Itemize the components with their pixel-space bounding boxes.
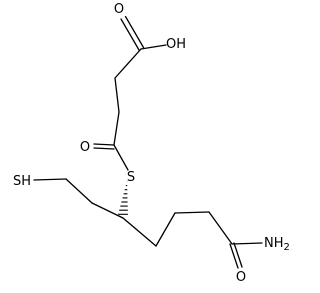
atom-label-amide-n: NH2 <box>264 236 290 253</box>
chain-bond-c1-c2b <box>155 212 176 247</box>
acid-carbonyl-double-bond-a <box>120 18 140 51</box>
atom-label-thioester-s: S <box>127 170 135 185</box>
chain-bond-c1-c2 <box>114 48 142 79</box>
atom-label-acid-carbonyl-o: O <box>114 2 124 17</box>
atom-label-thioester-carbonyl-o: O <box>80 140 90 155</box>
acid-carbonyl-double-bond-b <box>124 15 145 49</box>
thioester-carbonyl-double-bond-a <box>93 143 115 146</box>
chain-bond-stereo-c1 <box>122 217 157 247</box>
chain-bond-ch2-sh <box>33 178 67 181</box>
hashed-wedge-bond <box>118 180 128 215</box>
chain-bond-stereo-ch2 <box>91 202 124 219</box>
chain-bond-c3-c4 <box>113 111 120 146</box>
atom-label-thiol: SH <box>13 174 31 189</box>
amide-carbonyl-double-bond-a <box>229 243 239 269</box>
thioester-carbonyl-double-bond-b <box>93 147 115 150</box>
chain-bond-ch2-ch2 <box>65 178 93 204</box>
acid-oh-bond <box>140 44 167 50</box>
chain-bond-c2-c3 <box>114 77 120 113</box>
chain-bond-c2-c3b <box>174 211 210 214</box>
amide-carbonyl-double-bond-b <box>233 242 243 268</box>
thioester-cs-bond <box>113 144 129 171</box>
chain-bond-c3-c4b <box>208 211 233 245</box>
amide-n-bond <box>231 242 263 245</box>
atom-label-acid-hydroxyl: OH <box>166 37 186 52</box>
atom-label-amide-o: O <box>236 270 246 285</box>
